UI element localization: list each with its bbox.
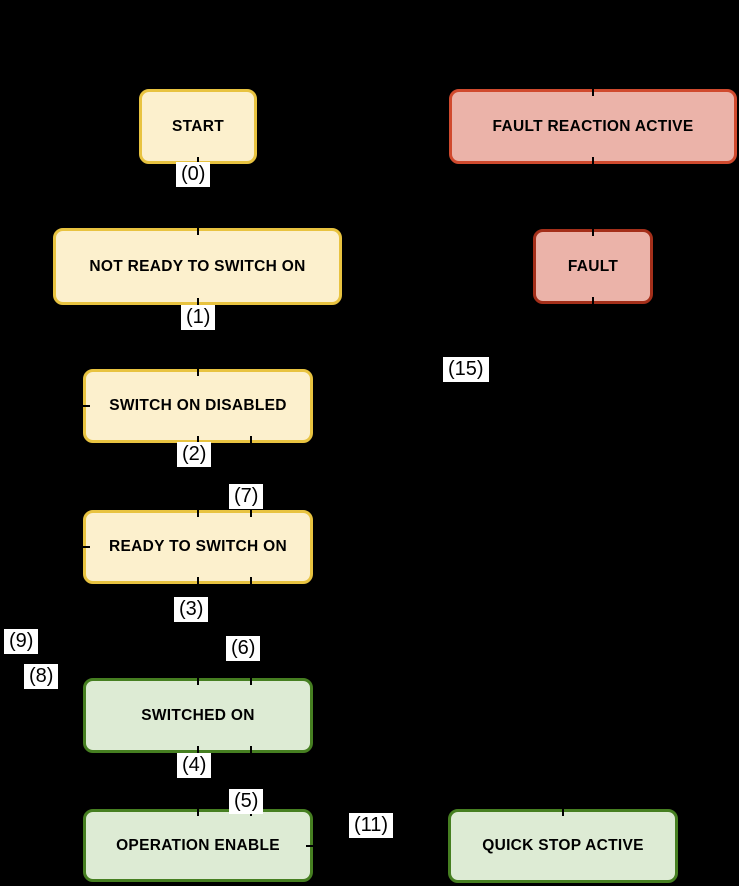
transition-label-6: (6)	[226, 636, 261, 661]
connector-tick	[250, 746, 252, 753]
connector-tick	[197, 809, 199, 816]
transition-label-9: (9)	[4, 629, 39, 654]
state-label: OPERATION ENABLE	[116, 836, 280, 854]
connector-tick	[83, 546, 90, 548]
connector-tick	[197, 746, 199, 753]
transition-label-7: (7)	[229, 484, 264, 509]
connector-tick	[83, 405, 90, 407]
connector-tick	[250, 577, 252, 584]
connector-tick	[592, 229, 594, 236]
state-box-start: START	[139, 89, 257, 164]
transition-label-0: (0)	[176, 162, 211, 187]
connector-tick	[197, 157, 199, 164]
connector-tick	[196, 298, 199, 305]
state-box-not-ready-to-switch-on: NOT READY TO SWITCH ON	[53, 228, 342, 305]
transition-label-8: (8)	[24, 664, 59, 689]
connector-tick	[197, 678, 199, 685]
connector-tick	[250, 678, 252, 685]
connector-tick	[197, 436, 199, 443]
connector-tick	[250, 436, 252, 443]
state-box-switched-on: SWITCHED ON	[83, 678, 313, 753]
transition-label-11: (11)	[349, 813, 394, 838]
connector-tick	[306, 844, 313, 847]
transition-label-1: (1)	[181, 305, 216, 330]
transition-label-5: (5)	[229, 789, 264, 814]
state-label: FAULT	[567, 257, 619, 275]
connector-tick	[562, 809, 564, 816]
connector-tick	[250, 510, 252, 517]
state-box-switch-on-disabled: SWITCH ON DISABLED	[83, 369, 313, 443]
transition-label-4: (4)	[177, 753, 212, 778]
transition-label-2: (2)	[177, 442, 212, 467]
state-box-quick-stop-active: QUICK STOP ACTIVE	[448, 809, 678, 883]
state-label: SWITCHED ON	[141, 706, 255, 724]
connector-tick	[197, 510, 199, 517]
state-box-operation-enable: OPERATION ENABLE	[83, 809, 313, 882]
connector-tick	[592, 297, 594, 304]
connector-tick	[197, 369, 199, 376]
connector-tick	[196, 228, 199, 235]
connector-tick	[592, 157, 594, 164]
state-label: READY TO SWITCH ON	[109, 538, 287, 555]
connector-tick	[592, 89, 594, 96]
transition-label-15: (15)	[443, 357, 489, 382]
state-box-ready-to-switch-on: READY TO SWITCH ON	[83, 510, 313, 584]
connector-tick	[197, 577, 199, 584]
state-label: SWITCH ON DISABLED	[109, 397, 287, 414]
state-label: QUICK STOP ACTIVE	[482, 837, 644, 854]
state-label: NOT READY TO SWITCH ON	[89, 257, 306, 275]
state-label: FAULT REACTION ACTIVE	[492, 117, 694, 135]
state-label: START	[171, 117, 224, 135]
state-box-fault: FAULT	[533, 229, 653, 304]
state-box-fault-reaction-active: FAULT REACTION ACTIVE	[449, 89, 737, 164]
transition-label-3: (3)	[174, 597, 209, 622]
